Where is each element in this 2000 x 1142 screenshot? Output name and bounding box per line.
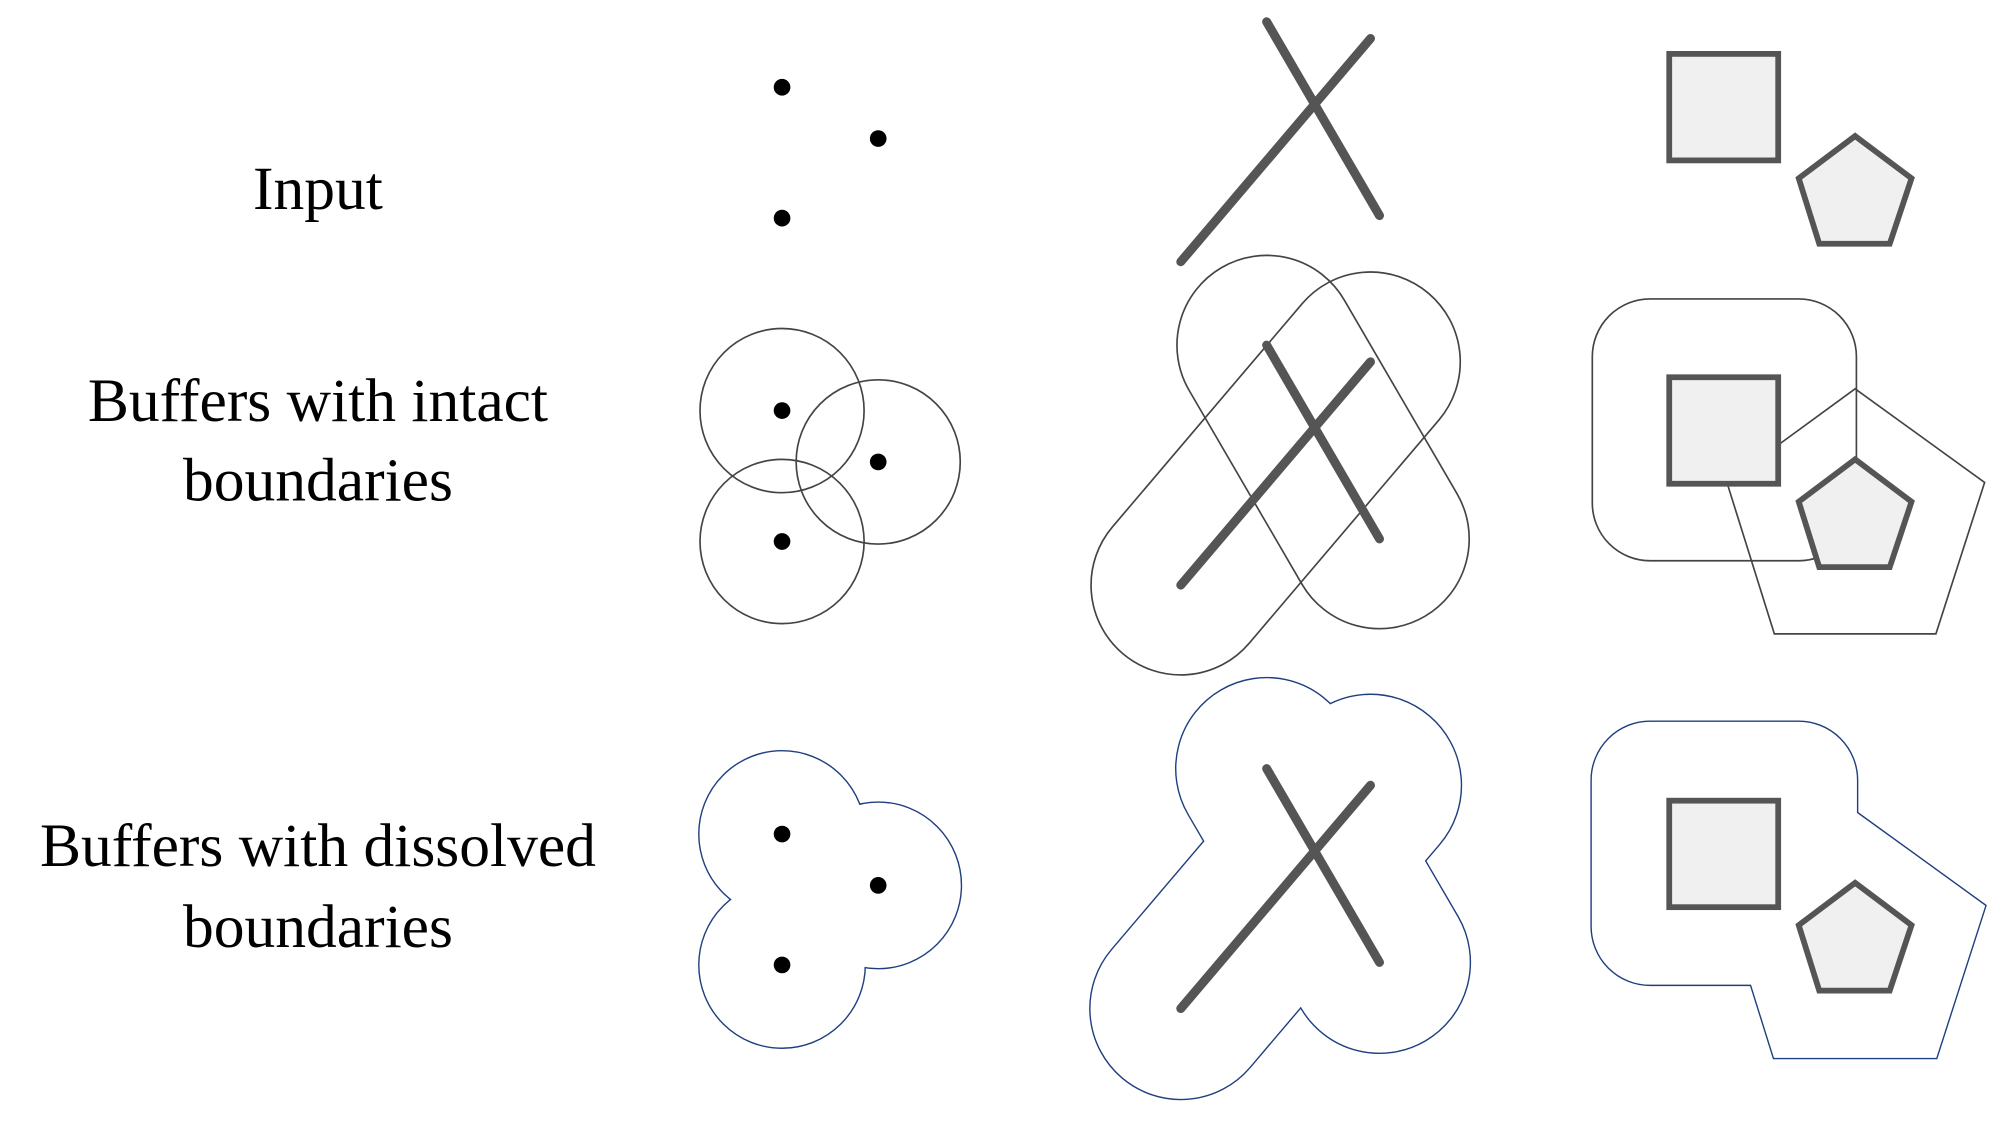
input-point [773, 209, 791, 227]
input-point [773, 533, 791, 550]
input-point [869, 877, 887, 894]
input-square [1666, 51, 1782, 164]
input-point [869, 453, 887, 471]
input-line [1176, 357, 1375, 590]
label-intact-2: boundaries [183, 446, 453, 514]
input-line [1262, 764, 1384, 967]
input-line [1262, 340, 1384, 544]
input-line [1176, 780, 1375, 1014]
input-point [773, 402, 791, 419]
point-buffer-intact [795, 378, 962, 545]
line-buffer-intact [1176, 254, 1471, 630]
input-line [1176, 34, 1375, 267]
input-point [773, 956, 791, 974]
input-pentagon [1795, 132, 1915, 247]
input-square [1666, 797, 1782, 911]
input-pentagon [1795, 455, 1915, 571]
label-input: Input [253, 155, 383, 223]
input-point [869, 130, 887, 147]
input-point [773, 825, 791, 843]
square-buffer-intact [1591, 298, 1858, 562]
input-point [773, 78, 791, 96]
label-dissolved-1: Buffers with dissolved [40, 812, 596, 880]
point-buffer-intact [699, 327, 865, 494]
label-intact-1: Buffers with intact [88, 367, 548, 435]
label-dissolved-2: boundaries [183, 893, 453, 961]
input-line [1262, 17, 1384, 221]
input-square [1666, 374, 1782, 487]
line-buffer-intact [1090, 271, 1461, 676]
point-buffer-intact [699, 458, 865, 625]
input-pentagon [1795, 879, 1915, 994]
